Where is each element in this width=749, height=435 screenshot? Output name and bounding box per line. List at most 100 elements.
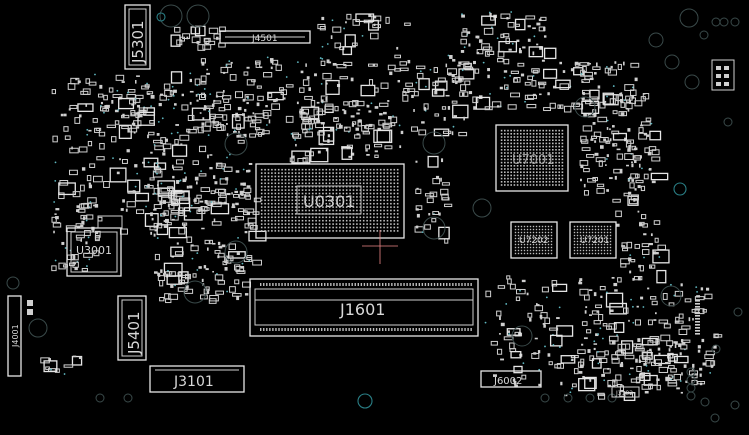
smd-component [196,40,200,44]
smd-component [267,91,284,101]
chip-u7001[interactable]: U7001 [495,124,569,192]
smd-component [539,93,542,96]
smd-component [368,110,372,113]
bga-ball [308,196,311,198]
test-point [730,17,740,27]
bga-ball [376,192,379,195]
bga-ball [532,184,535,186]
bga-ball [538,234,541,237]
edge-pad [695,324,700,326]
smd-component [176,39,183,46]
bga-ball [369,172,372,174]
smd-component [86,128,89,131]
bga-ball [277,179,280,181]
smd-component [374,154,379,158]
bga-ball [523,158,525,161]
bga-ball [532,249,535,252]
bga-ball [386,175,389,178]
connector-j3102[interactable]: J3102 [611,386,640,398]
bga-ball [305,182,307,185]
bga-ball [281,182,283,185]
bga-ball [318,192,321,195]
bga-ball [342,206,345,208]
smd-component [86,265,88,267]
bga-ball [376,168,379,171]
bga-ball [600,225,603,228]
chip-u7201[interactable]: U7201 [569,221,617,259]
connector-j5301[interactable]: J5301 [124,4,151,70]
connector-j6002[interactable]: J6002 [480,370,542,388]
smd-component [246,185,251,188]
bga-ball [523,184,525,186]
bga-ball [544,252,547,255]
bga-ball [510,174,512,177]
bga-ball [538,243,541,246]
smd-component [112,157,114,160]
connector-pin [263,328,265,331]
bga-ball [301,223,304,225]
smd-component [163,148,166,153]
smd-component [554,363,562,369]
bga-ball [526,237,529,240]
smd-component [630,258,636,263]
bga-ball [294,226,297,229]
smd-component [285,76,288,78]
bga-ball [298,219,300,222]
smd-component [133,131,136,134]
smd-component [242,98,246,102]
connector-pin [400,283,402,286]
bga-ball [555,142,557,145]
smd-component [160,182,163,185]
bga-ball [507,171,509,173]
bga-ball [305,179,307,181]
bga-ball [352,209,355,212]
connector-j5401[interactable]: J5401 [117,295,147,361]
smd-component [248,230,267,242]
smd-component [262,130,270,135]
connector-j1601[interactable]: J1601 [249,278,479,337]
smd-component [441,182,450,186]
bga-ball [523,246,526,249]
chip-u0301[interactable]: U0301 [255,163,405,239]
bga-ball [529,246,532,249]
connector-j4501[interactable]: J4501 [219,30,311,44]
smd-component [433,67,438,73]
smd-component [628,145,631,150]
connector-j3101[interactable]: J3101 [149,365,245,393]
test-point [585,393,595,403]
bga-ball [294,196,297,198]
smd-component [176,180,180,184]
smd-component [629,254,632,256]
bga-ball [264,209,266,212]
smd-component [581,79,590,83]
connector-pin [287,283,289,286]
bga-ball [585,225,588,228]
smd-component [163,273,166,276]
smd-component [306,76,310,80]
chip-u3001[interactable]: U3001 [66,227,122,277]
bga-ball [274,206,277,208]
connector-j4001[interactable]: J4001 [7,295,33,377]
bga-ball [325,196,328,198]
smd-component [153,139,163,144]
bga-ball [390,202,392,205]
smd-component [411,94,414,99]
bga-ball [561,165,564,167]
bga-ball [271,216,273,219]
chip-u7202[interactable]: U7202 [510,221,558,259]
smd-component [155,162,158,165]
smd-component [443,117,446,121]
connector-pin [327,328,329,331]
bga-ball [271,223,273,225]
bga-ball [535,231,538,234]
smd-component [310,99,316,107]
bga-ball [294,192,297,195]
connector-pin [275,328,277,331]
smd-component [646,134,650,137]
bga-ball [579,237,582,240]
bga-ball [558,174,560,177]
smd-component [514,384,518,387]
bga-ball [544,225,547,228]
smd-component [67,83,76,90]
smd-component [203,288,210,294]
